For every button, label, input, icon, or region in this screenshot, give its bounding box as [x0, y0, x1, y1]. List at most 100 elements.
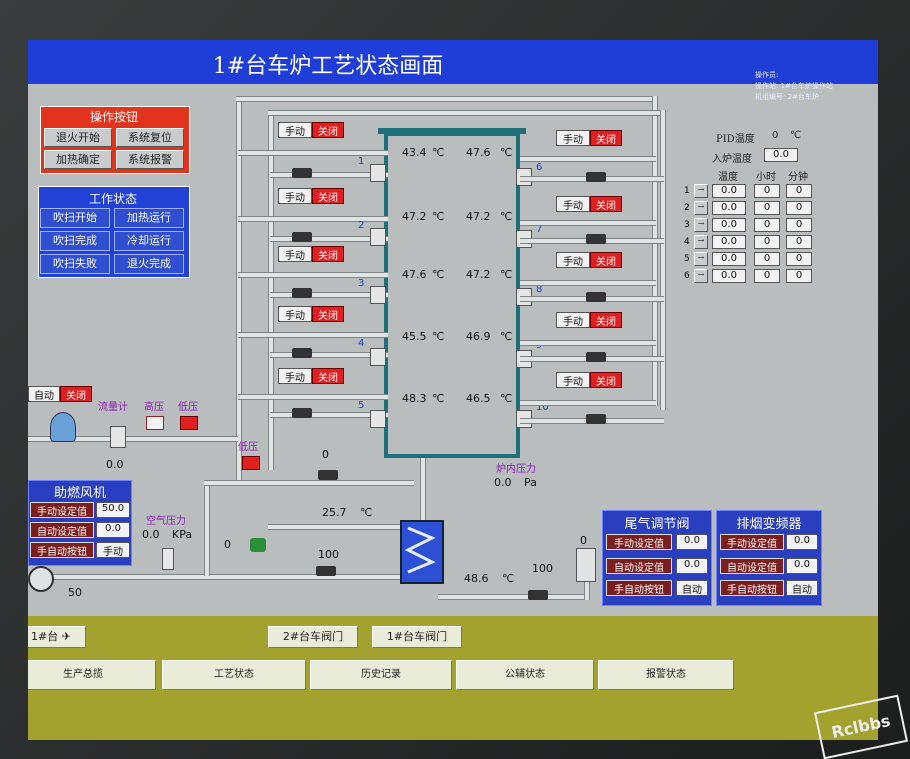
zone-3-air-valve-icon[interactable] [292, 288, 312, 298]
segment-temp-field[interactable]: 0.0 [712, 235, 746, 249]
zone-5-manual-button[interactable]: 手动 [278, 368, 312, 384]
zone-5-burner-icon [370, 410, 386, 428]
segment-hour-field[interactable]: 0 [754, 269, 780, 283]
tail-mode-button[interactable]: 自动 [676, 580, 708, 596]
segment-hour-field[interactable]: 0 [754, 252, 780, 266]
zone-2-close-button[interactable]: 关闭 [312, 188, 344, 204]
zone-7-close-button[interactable]: 关闭 [590, 196, 622, 212]
zone-7-manual-button[interactable]: 手动 [556, 196, 590, 212]
zone-10-close-button[interactable]: 关闭 [590, 372, 622, 388]
zone-6-temp-unit: ℃ [500, 146, 513, 159]
zone-10-label: 10 [536, 402, 549, 413]
gas-auto-button[interactable]: 自动 [28, 386, 60, 402]
zone-4-air-valve-icon[interactable] [292, 348, 312, 358]
zone-4-close-button[interactable]: 关闭 [312, 306, 344, 322]
zone-8-close-button[interactable]: 关闭 [590, 252, 622, 268]
zone-9-close-button[interactable]: 关闭 [590, 312, 622, 328]
zone-3-gas-branch [238, 272, 388, 278]
segment-minute-field[interactable]: 0 [786, 184, 812, 198]
anneal-start-button[interactable]: 退火开始 [44, 128, 112, 147]
air-upper-pipe [204, 480, 414, 486]
segment-minute-field[interactable]: 0 [786, 252, 812, 266]
vfd-manual-setpoint-field[interactable]: 0.0 [786, 534, 818, 550]
air-main-valve-value: 100 [318, 548, 339, 561]
segment-minute-field[interactable]: 0 [786, 269, 812, 283]
air-bypass-valve-icon[interactable] [250, 538, 266, 552]
heat-confirm-button[interactable]: 加热确定 [44, 150, 112, 169]
zone-1-close-button[interactable]: 关闭 [312, 122, 344, 138]
segment-temp-field[interactable]: 0.0 [712, 201, 746, 215]
air-main-valve-icon[interactable] [316, 566, 336, 576]
zone-9-air-valve-icon[interactable] [586, 352, 606, 362]
air-upper-valve-icon[interactable] [318, 470, 338, 480]
zone-8-manual-button[interactable]: 手动 [556, 252, 590, 268]
air-manifold [268, 110, 664, 116]
system-alarm-button[interactable]: 系统报警 [116, 150, 184, 169]
car-1-button[interactable]: 1#台 ✈ [28, 626, 86, 648]
zone-4-burner-icon [370, 348, 386, 366]
exhaust-outlet-pipe [438, 594, 584, 600]
zone-10-manual-button[interactable]: 手动 [556, 372, 590, 388]
zone-6-manual-button[interactable]: 手动 [556, 130, 590, 146]
zone-9-manual-button[interactable]: 手动 [556, 312, 590, 328]
system-reset-button[interactable]: 系统复位 [116, 128, 184, 147]
zone-8-air-valve-icon[interactable] [586, 292, 606, 302]
gas-control-valve-icon[interactable] [50, 412, 76, 442]
fan-manual-setpoint-field[interactable]: 50.0 [96, 502, 130, 518]
zone-3-manual-button[interactable]: 手动 [278, 246, 312, 262]
nav-history[interactable]: 历史记录 [310, 660, 452, 690]
segment-minute-field[interactable]: 0 [786, 201, 812, 215]
segment-arrow-icon[interactable]: → [694, 201, 708, 215]
segment-temp-field[interactable]: 0.0 [712, 218, 746, 232]
zone-2-air-valve-icon[interactable] [292, 232, 312, 242]
low-pressure-label: 低压 [178, 402, 198, 413]
zone-1-air-valve-icon[interactable] [292, 168, 312, 178]
fan-mode-label: 手自动按钮 [30, 542, 94, 558]
zone-10-air-valve-icon[interactable] [586, 414, 606, 424]
zone-3-close-button[interactable]: 关闭 [312, 246, 344, 262]
air-bypass-value: 0 [224, 538, 231, 551]
car-2-valves-button[interactable]: 2#台车阀门 [268, 626, 358, 648]
purge-failed-status: 吹扫失败 [40, 254, 110, 274]
segment-hour-field[interactable]: 0 [754, 201, 780, 215]
segment-hour-field[interactable]: 0 [754, 184, 780, 198]
nav-process-status[interactable]: 工艺状态 [162, 660, 306, 690]
zone-4-manual-button[interactable]: 手动 [278, 306, 312, 322]
segment-arrow-icon[interactable]: → [694, 235, 708, 249]
car-1-valves-button[interactable]: 1#台车阀门 [372, 626, 462, 648]
segment-arrow-icon[interactable]: → [694, 269, 708, 283]
tail-manual-setpoint-field[interactable]: 0.0 [676, 534, 708, 550]
fan-mode-button[interactable]: 手动 [96, 542, 130, 558]
zone-2-manual-button[interactable]: 手动 [278, 188, 312, 204]
zone-5-close-button[interactable]: 关闭 [312, 368, 344, 384]
vfd-manual-setpoint-label: 手动设定值 [720, 534, 784, 550]
segment-arrow-icon[interactable]: → [694, 184, 708, 198]
segment-temp-field[interactable]: 0.0 [712, 269, 746, 283]
zone-5-air-branch [270, 412, 388, 418]
nav-production-overview[interactable]: 生产总揽 [28, 660, 156, 690]
segment-temp-field[interactable]: 0.0 [712, 184, 746, 198]
zone-6-close-button[interactable]: 关闭 [590, 130, 622, 146]
zone-7-air-valve-icon[interactable] [586, 234, 606, 244]
segment-hour-field[interactable]: 0 [754, 218, 780, 232]
segment-minute-field[interactable]: 0 [786, 235, 812, 249]
exhaust-fan-icon [576, 548, 596, 582]
nav-utility-status[interactable]: 公辅状态 [456, 660, 594, 690]
zone-5-air-valve-icon[interactable] [292, 408, 312, 418]
vfd-mode-button[interactable]: 自动 [786, 580, 818, 596]
zone-6-air-valve-icon[interactable] [586, 172, 606, 182]
segment-arrow-icon[interactable]: → [694, 218, 708, 232]
zone-3-temp-unit: ℃ [432, 268, 445, 281]
exhaust-valve-value: 100 [532, 562, 553, 575]
air-riser-pipe [268, 110, 274, 470]
combustion-fan-icon [28, 566, 54, 592]
exhaust-valve-icon[interactable] [528, 590, 548, 600]
zone-1-manual-button[interactable]: 手动 [278, 122, 312, 138]
segment-arrow-icon[interactable]: → [694, 252, 708, 266]
nav-alarm-status[interactable]: 报警状态 [598, 660, 734, 690]
air-temp-unit: ℃ [360, 506, 373, 519]
gas-close-button[interactable]: 关闭 [60, 386, 92, 402]
segment-minute-field[interactable]: 0 [786, 218, 812, 232]
segment-hour-field[interactable]: 0 [754, 235, 780, 249]
segment-temp-field[interactable]: 0.0 [712, 252, 746, 266]
